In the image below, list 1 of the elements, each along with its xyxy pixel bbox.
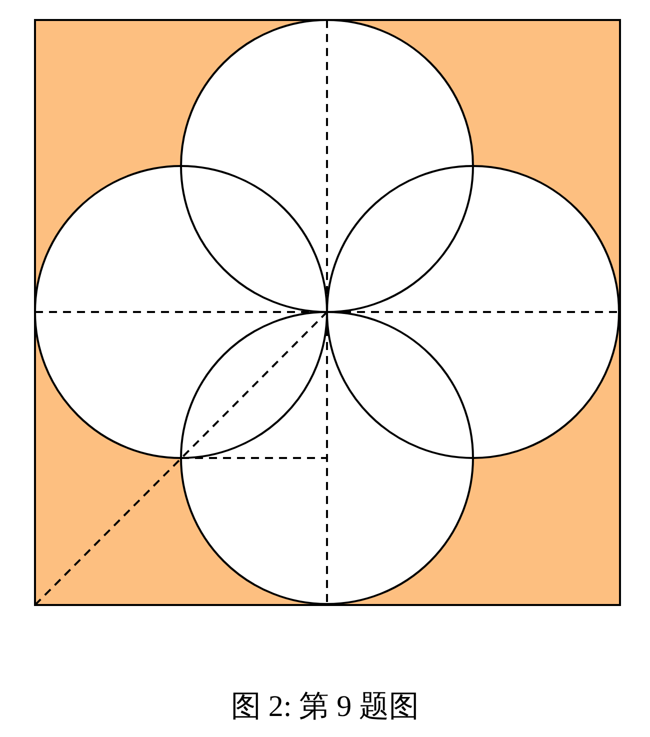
figure-caption: 图 2: 第 9 题图 bbox=[230, 689, 420, 725]
